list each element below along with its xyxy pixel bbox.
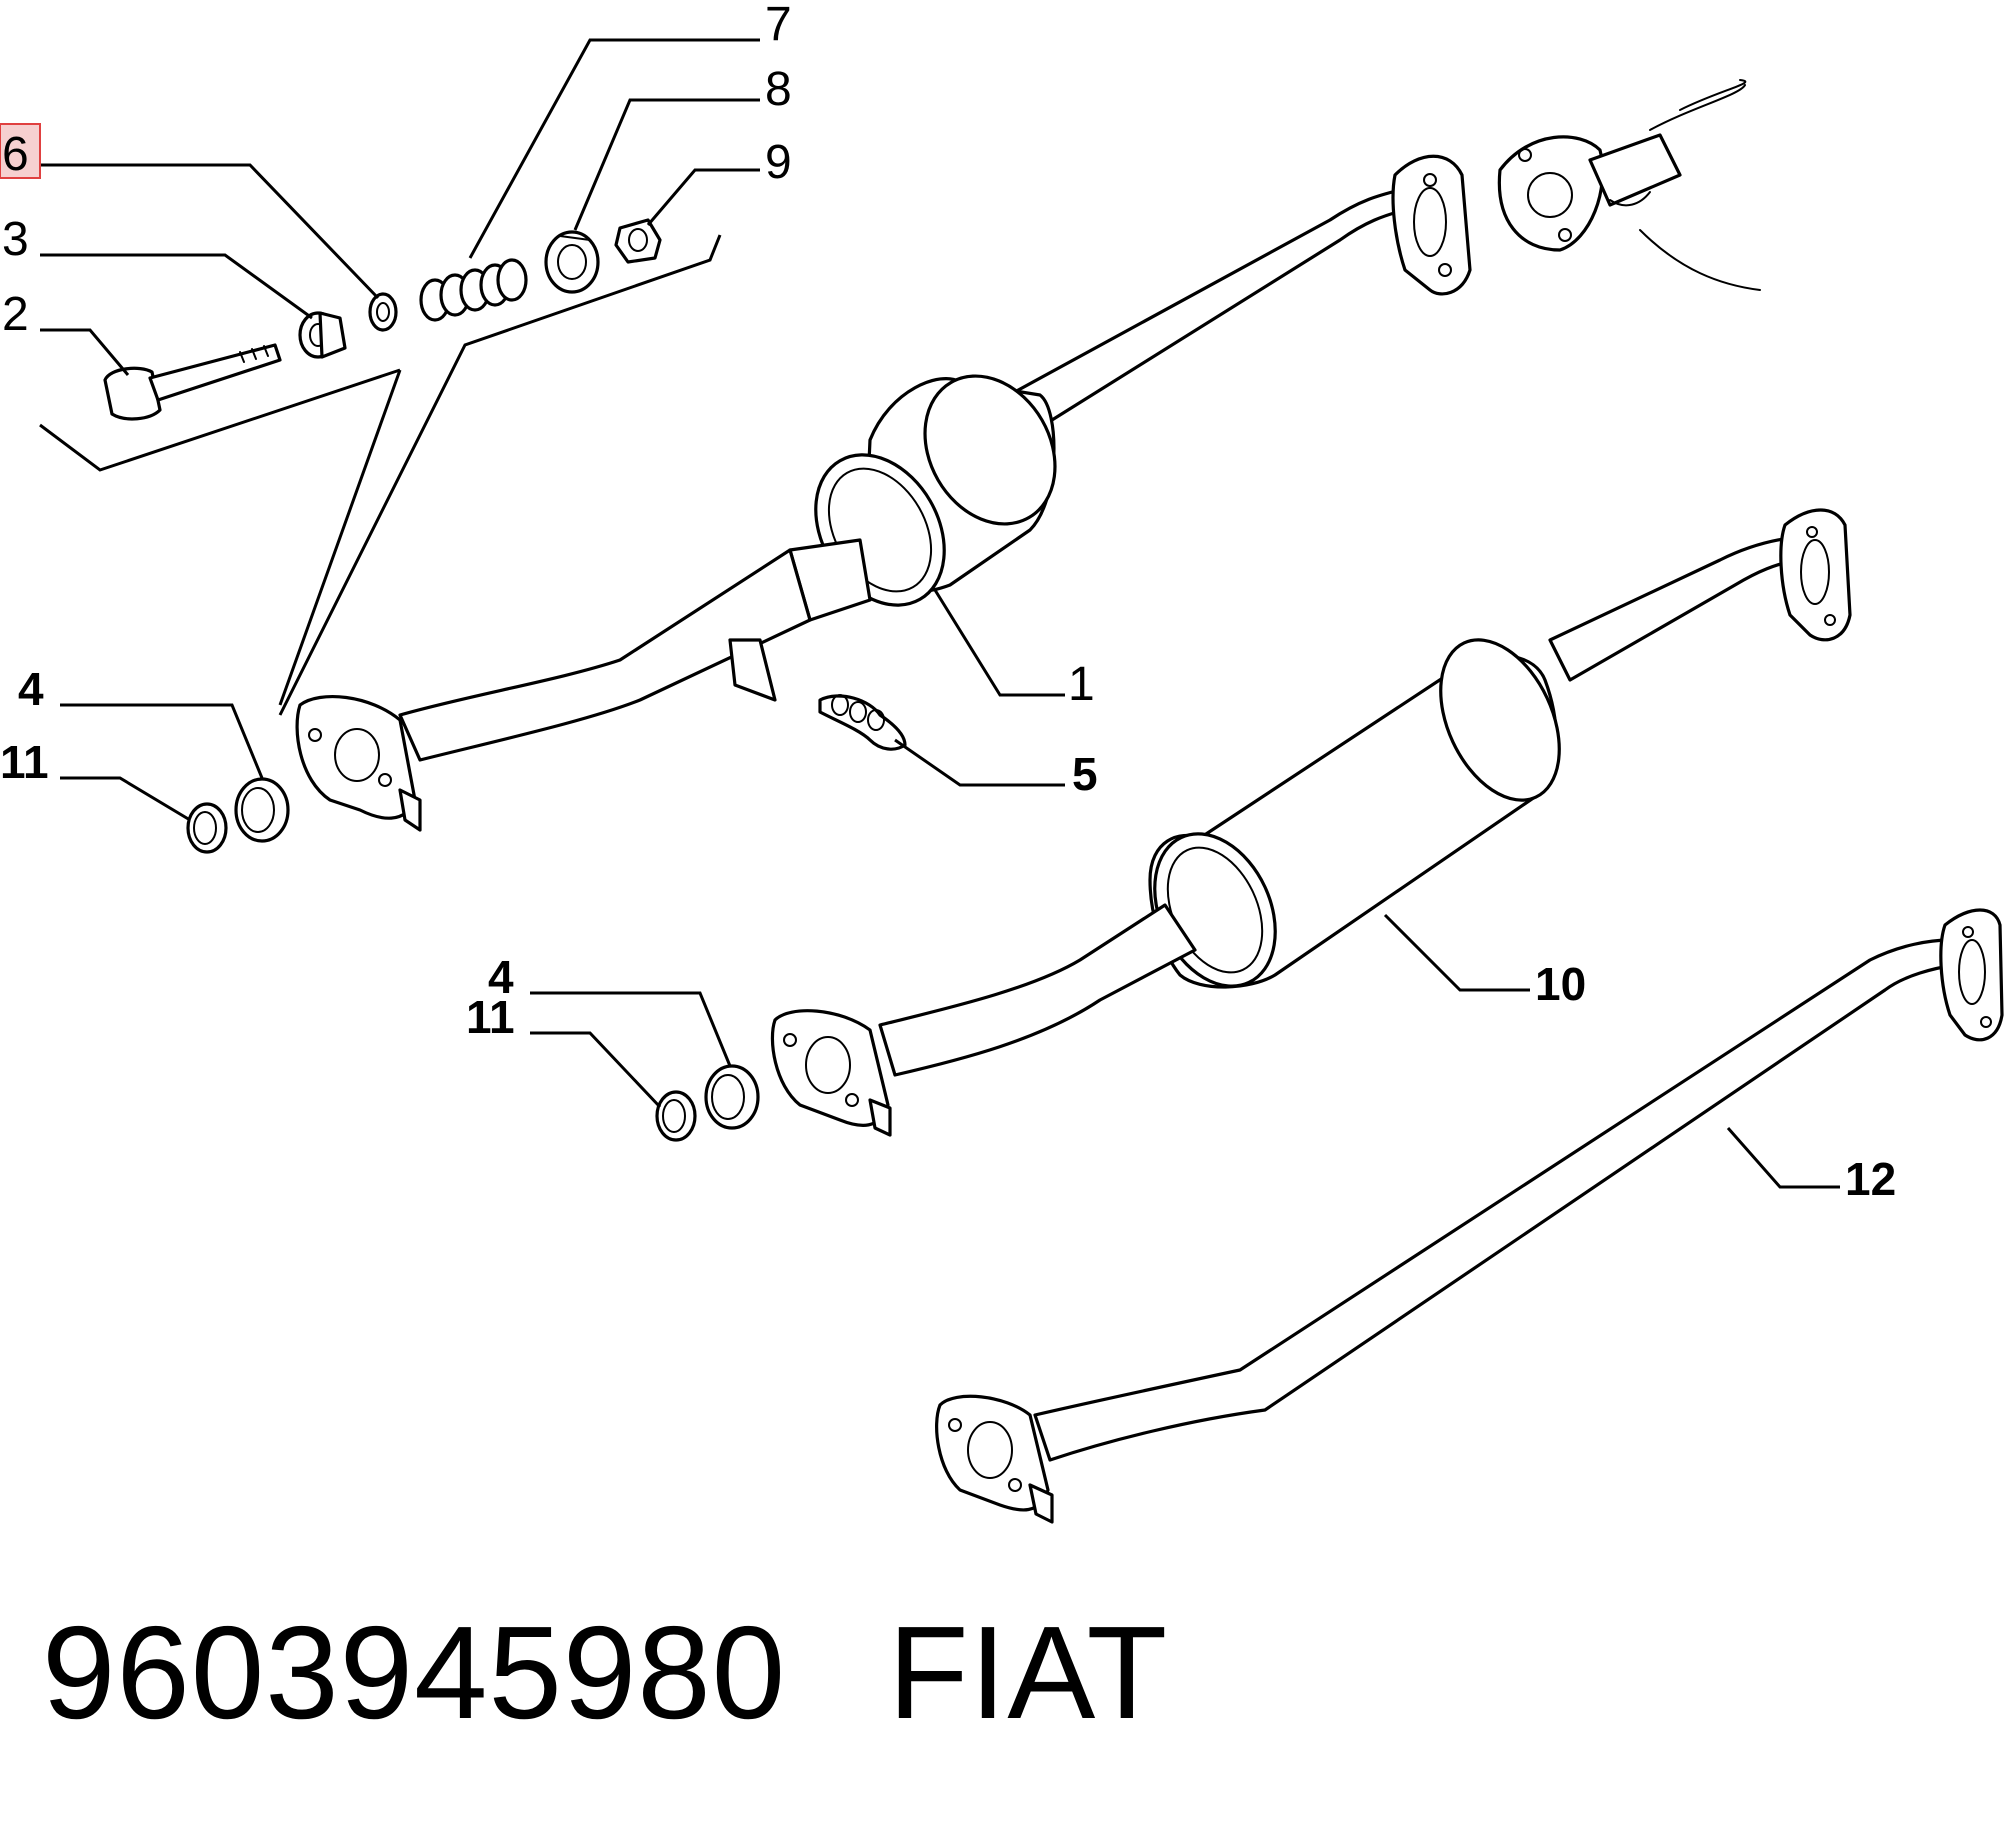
callout-labels: 6 7 8 9 3 2 1 5 4 11 4 11 10 12 (0, 0, 1896, 1205)
part-12-straight-pipe (935, 908, 2004, 1524)
callout-1: 1 (1068, 658, 1095, 711)
hardware-rings-4-11-upper (186, 777, 290, 854)
caption: 9603945980 FIAT (42, 1599, 1168, 1746)
callout-10: 10 (1535, 958, 1586, 1010)
callout-11-upper: 11 (0, 736, 49, 788)
callout-6-highlight-box (0, 123, 41, 179)
part-1-catalytic-front-pipe (295, 154, 1472, 832)
hardware-ring-6 (368, 292, 398, 332)
part-10-muffler-pipe (770, 508, 1852, 1137)
hardware-bushing-8 (544, 230, 600, 294)
hardware-washer-3 (298, 311, 347, 359)
callout-4-upper: 4 (18, 663, 44, 715)
leader-lines (40, 38, 1840, 1189)
part-number: 9603945980 (42, 1599, 786, 1746)
callout-6: 6 (2, 128, 29, 181)
brand-name: FIAT (888, 1599, 1168, 1746)
callout-5: 5 (1072, 748, 1098, 800)
callout-7: 7 (765, 0, 792, 51)
hardware-bolt-2 (103, 343, 282, 421)
callout-12: 12 (1845, 1153, 1896, 1205)
callout-8: 8 (765, 63, 792, 116)
hardware-rings-4-11-lower (655, 1064, 760, 1142)
callout-9: 9 (765, 136, 792, 189)
callout-2: 2 (2, 288, 29, 341)
hardware-nut-9 (614, 218, 662, 264)
hardware-spring-7 (419, 258, 528, 322)
hardware-clip-5 (818, 694, 907, 751)
callout-11-lower: 11 (466, 991, 515, 1043)
hardware-group-outline (39, 234, 722, 716)
engine-outlet-fragment (1497, 79, 1761, 291)
callout-3: 3 (2, 213, 29, 266)
callout-4-lower: 4 (488, 951, 514, 1003)
